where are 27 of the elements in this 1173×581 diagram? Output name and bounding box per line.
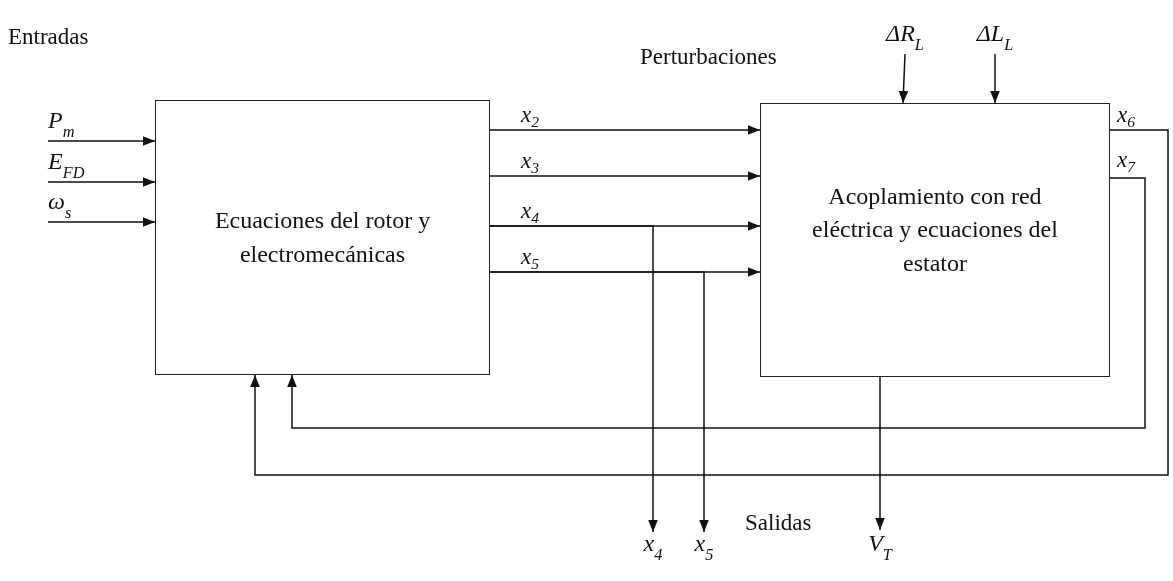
box-label: Acoplamiento con red eléctrica y ecuaciones del estator [811, 181, 1059, 278]
arrow [287, 177, 1146, 429]
signal-label: P$_{m}$ [48, 103, 110, 141]
signal-label: E$_{FD}$ [48, 144, 134, 182]
section-label: Entradas [8, 24, 89, 50]
arrow [489, 171, 761, 181]
arrow [898, 53, 909, 104]
box-label: Ecuaciones del rotor y electromecánicas [213, 205, 432, 269]
arrow [875, 376, 885, 531]
signal-label: ΔL$_{L}$ [958, 14, 1032, 54]
signal-label: x$_{4}$ [636, 532, 670, 564]
arrow [489, 125, 761, 135]
process-box [155, 100, 490, 375]
section-label: Salidas [745, 510, 812, 536]
arrow [47, 177, 156, 187]
process-box [760, 103, 1110, 377]
arrow [489, 225, 658, 533]
arrow [47, 136, 156, 146]
signal-label: ω$_{s}$ [48, 186, 100, 222]
signal-label: V$_{T}$ [860, 530, 900, 564]
arrow [250, 129, 1169, 476]
arrow [47, 217, 156, 227]
section-label: Perturbaciones [640, 44, 777, 70]
arrow [990, 53, 1000, 104]
arrow [489, 271, 709, 533]
signal-label: ΔR$_{L}$ [868, 14, 942, 54]
signal-label: x$_{5}$ [687, 532, 721, 564]
